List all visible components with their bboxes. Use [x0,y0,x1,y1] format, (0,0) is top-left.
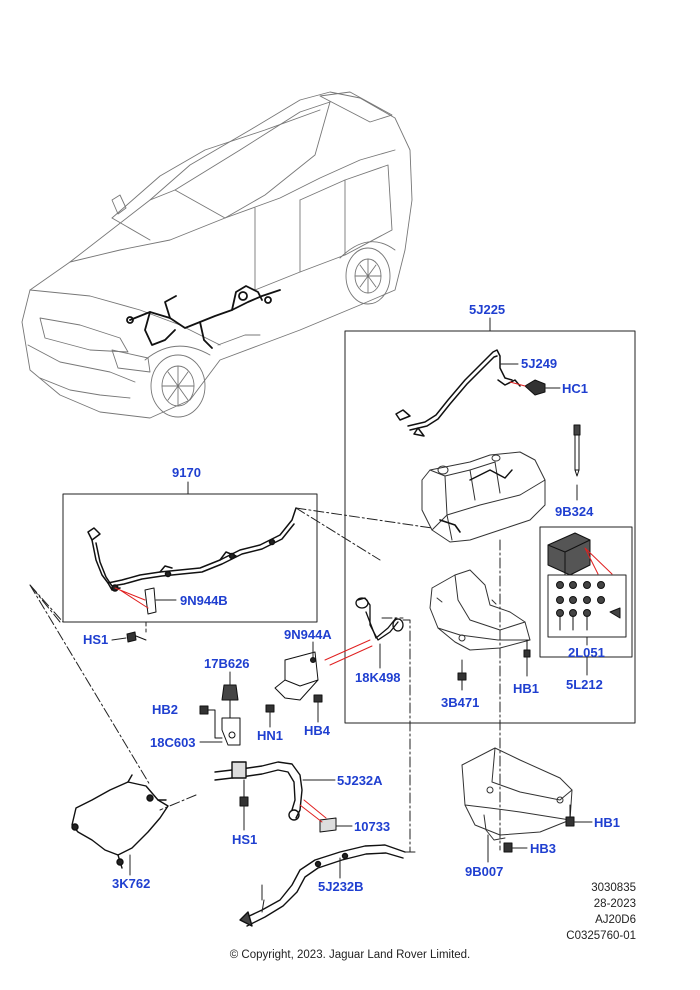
copyright-notice: © Copyright, 2023. Jaguar Land Rover Lim… [229,949,471,961]
label-17B626: 17B626 [204,656,250,671]
label-2L051: 2L051 [568,645,605,660]
label-9N944A: 9N944A [284,627,332,642]
label-HB1-upper: HB1 [513,681,540,696]
vehicle-illustration [21,91,413,419]
fuel-line-5J249 [395,349,521,437]
bracket-9N944B [144,587,157,615]
bracket-9N944A [274,651,319,701]
label-18C603: 18C603 [150,735,196,750]
hose-18K498 [355,597,404,641]
red-leader-9N944B [114,587,149,609]
label-3B471: 3B471 [441,695,480,710]
connection-dash-lines [29,507,501,853]
label-9B324: 9B324 [555,504,594,519]
label-9170: 9170 [172,465,201,480]
nut-HN1 [265,704,275,728]
red-leader-18K498 [324,639,373,666]
bolt-HB1-upper [523,639,531,677]
connector-HC1 [524,379,561,396]
label-HB4: HB4 [304,723,331,738]
label-HB1-lower: HB1 [594,815,621,830]
label-9B007: 9B007 [465,864,504,879]
glow-plug-9B324 [573,424,581,501]
fasteners-2L051 [556,581,621,631]
screw-HS1-upper [111,631,147,643]
shield-3B471 [429,569,531,651]
label-10733: 10733 [354,819,391,834]
vehicle-harness [126,285,281,349]
bolt-HB2 [199,705,223,739]
harness-3K762 [71,774,169,869]
label-18K498: 18K498 [355,670,401,685]
label-HB2: HB2 [152,702,179,717]
label-5J232B: 5J232B [318,879,364,894]
bolt-3B471 [457,659,467,691]
red-leader-HC1 [509,381,526,387]
bolt-HB1-lower [565,804,593,827]
label-HN1: HN1 [257,728,284,743]
fuel-line-5J232A [214,761,303,821]
label-5J225: 5J225 [469,302,506,317]
label-5L212: 5L212 [566,677,603,692]
kit-box-5L212 [539,526,633,658]
label-HS1-lower: HS1 [232,832,258,847]
wiring-harness-9170 [87,507,297,592]
label-3K762: 3K762 [112,876,151,891]
bracket-18C603 [221,699,241,746]
label-HB3: HB3 [530,841,557,856]
red-leader-2L051 [584,547,613,575]
label-HS1-upper: HS1 [83,632,109,647]
bolt-HB4 [313,694,323,723]
filter-cap-2L051 [547,532,591,576]
fuel-line-5J232B [239,844,406,927]
label-HC1: HC1 [562,381,589,396]
skid-plate-9B007 [461,747,573,841]
sensor-17B626 [221,671,239,701]
bolt-HB3 [503,842,528,853]
label-9N944B: 9N944B [180,593,228,608]
reference-line: 3030835 [591,882,636,894]
wiring-harness-group-box [62,493,318,623]
label-5J232A: 5J232A [337,773,383,788]
label-5J249: 5J249 [521,356,558,371]
reference-line: AJ20D6 [595,914,636,926]
reference-line: C0325760-01 [566,930,636,942]
screw-HS1-lower [239,779,249,831]
clip-10733 [319,817,337,833]
fuel-heater-tank [421,451,546,543]
red-leader-10733 [299,799,327,823]
reference-line: 28-2023 [593,898,636,910]
reference-block: 3030835 28-2023 AJ20D6 C0325760-01 [548,880,636,944]
